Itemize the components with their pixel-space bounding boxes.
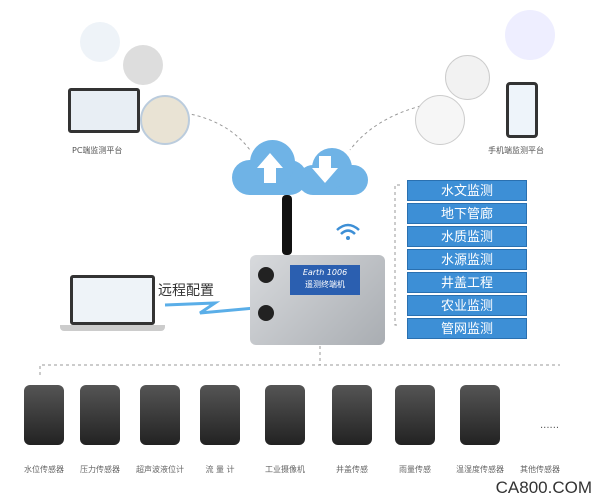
sensor-image bbox=[24, 385, 64, 445]
sensor-image bbox=[460, 385, 500, 445]
category-item: 地下管廊 bbox=[407, 203, 527, 224]
category-item: 农业监测 bbox=[407, 295, 527, 316]
antenna bbox=[282, 195, 292, 255]
sensor-label: 水位传感器 bbox=[24, 465, 64, 474]
more-sensors: ...... bbox=[540, 420, 560, 431]
report-bubble bbox=[505, 10, 555, 60]
pc-platform-label: PC端监测平台 bbox=[72, 146, 123, 155]
laptop bbox=[70, 275, 155, 325]
sensor-image bbox=[265, 385, 305, 445]
device-subtitle: 遥测终端机 bbox=[305, 280, 345, 289]
category-item: 水源监测 bbox=[407, 249, 527, 270]
category-item: 管网监测 bbox=[407, 318, 527, 339]
device-label-plate: Earth 1006 遥测终端机 bbox=[290, 265, 360, 295]
sensor-label: 流 量 计 bbox=[205, 465, 235, 474]
wifi-icon bbox=[336, 223, 360, 240]
list-bubble bbox=[415, 95, 465, 145]
mobile-platform-label: 手机端监测平台 bbox=[488, 146, 544, 155]
category-item: 井盖工程 bbox=[407, 272, 527, 293]
sensor-image bbox=[395, 385, 435, 445]
sensor-label: 温湿度传感器 bbox=[456, 465, 504, 474]
screen-bubble bbox=[123, 45, 163, 85]
laptop-base bbox=[60, 325, 165, 331]
sensor-image bbox=[80, 385, 120, 445]
port bbox=[258, 305, 274, 321]
category-item: 水文监测 bbox=[407, 180, 527, 201]
sensor-label: 工业摄像机 bbox=[265, 465, 305, 474]
sensor-label: 超声波液位计 bbox=[136, 465, 184, 474]
table-bubble bbox=[445, 55, 490, 100]
sensor-label: 井盖传感 bbox=[336, 465, 368, 474]
pc-monitor bbox=[68, 88, 140, 133]
sensor-image bbox=[140, 385, 180, 445]
map-bubble bbox=[140, 95, 190, 145]
sensor-label: 压力传感器 bbox=[80, 465, 120, 474]
arrows bbox=[257, 153, 338, 183]
phone bbox=[506, 82, 538, 138]
sensor-image bbox=[332, 385, 372, 445]
port bbox=[258, 267, 274, 283]
telemetry-terminal: Earth 1006 遥测终端机 bbox=[250, 255, 385, 345]
sensor-label: 雨量传感 bbox=[399, 465, 431, 474]
category-item: 水质监测 bbox=[407, 226, 527, 247]
watermark: CA800.COM bbox=[495, 478, 592, 497]
remote-config-label: 远程配置 bbox=[158, 283, 214, 299]
sensor-image bbox=[200, 385, 240, 445]
sensor-label: 其他传感器 bbox=[520, 465, 560, 474]
device-model: Earth 1006 bbox=[302, 268, 348, 277]
skyline-bubble bbox=[80, 22, 120, 62]
